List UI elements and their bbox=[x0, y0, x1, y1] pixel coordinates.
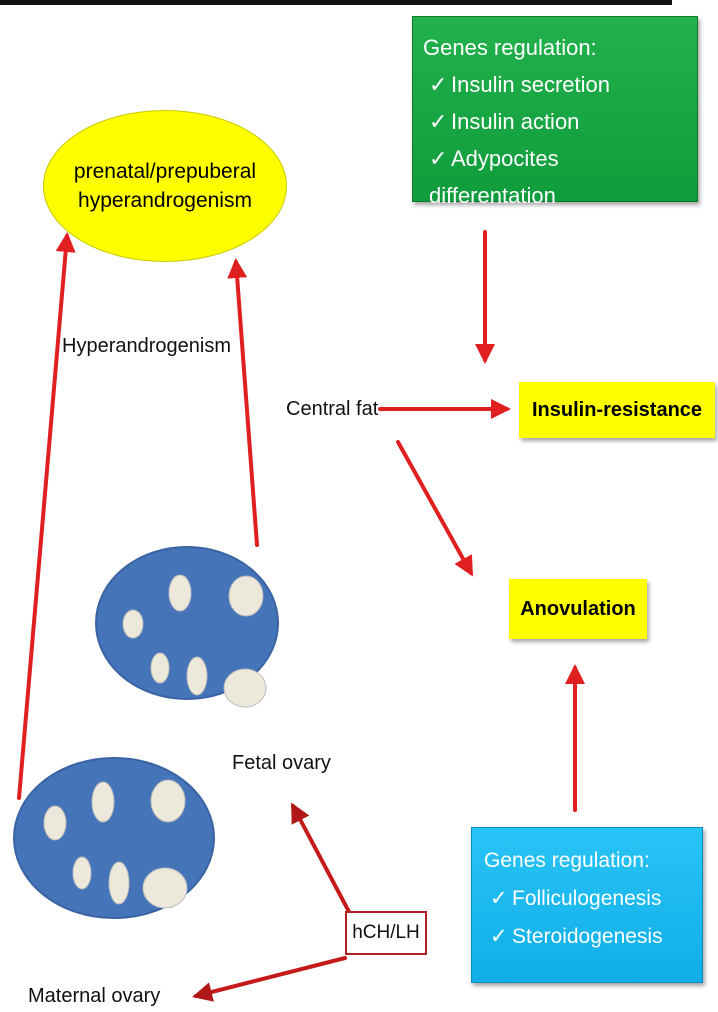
arrow-hormone-to-fetal-ovary bbox=[293, 806, 356, 925]
anovulation-node: Anovulation bbox=[509, 579, 647, 639]
arrow-maternal-to-prenatal bbox=[19, 236, 67, 798]
check-icon: ✓ bbox=[429, 103, 451, 140]
check-icon: ✓ bbox=[490, 880, 512, 918]
genes-box-title: Genes regulation: bbox=[484, 842, 690, 880]
fetal-ovary-shape bbox=[96, 547, 278, 707]
maternal-ovary-shape bbox=[14, 758, 214, 918]
genes-item: ✓Steroidogenesis bbox=[484, 918, 690, 956]
fetal-ovary-label: Fetal ovary bbox=[232, 752, 331, 775]
arrow-hormone-to-maternal-ovary bbox=[196, 958, 345, 996]
arrow-fetal-to-prenatal bbox=[236, 262, 257, 545]
maternal-ovary-label: Maternal ovary bbox=[28, 985, 160, 1008]
genes-regulation-ovarian-box: Genes regulation: ✓Folliculogenesis ✓Ste… bbox=[471, 827, 703, 983]
insulin-resistance-node: Insulin-resistance bbox=[519, 382, 715, 438]
hormone-node: hCH/LH bbox=[345, 911, 427, 955]
genes-item: ✓Insulin action bbox=[423, 103, 687, 140]
check-icon: ✓ bbox=[429, 140, 451, 177]
check-icon: ✓ bbox=[429, 66, 451, 103]
hyperandrogenism-label: Hyperandrogenism bbox=[62, 335, 231, 358]
check-icon: ✓ bbox=[490, 918, 512, 956]
genes-regulation-metabolic-box: Genes regulation: ✓Insulin secretion ✓In… bbox=[412, 16, 698, 202]
genes-box-title: Genes regulation: bbox=[423, 29, 687, 66]
prenatal-hyperandrogenism-node: prenatal/prepuberal hyperandrogenism bbox=[43, 110, 287, 262]
arrow-centralfat-to-anovulation bbox=[398, 442, 471, 573]
genes-item: ✓Adypocites differentation bbox=[423, 140, 687, 214]
genes-item: ✓Folliculogenesis bbox=[484, 880, 690, 918]
genes-item: ✓Insulin secretion bbox=[423, 66, 687, 103]
central-fat-label: Central fat bbox=[286, 398, 378, 421]
